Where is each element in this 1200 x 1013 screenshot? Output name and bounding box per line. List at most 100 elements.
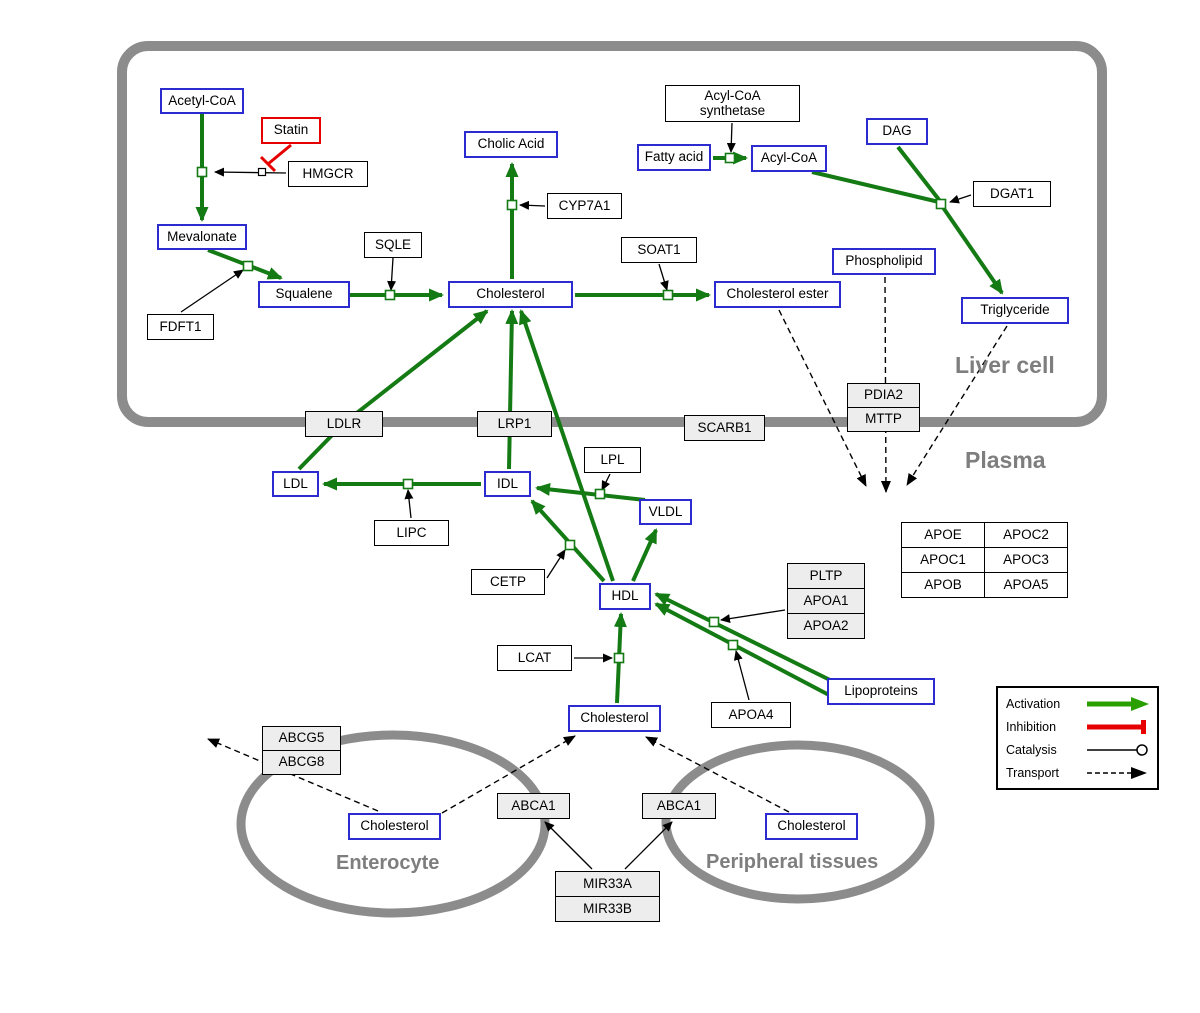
node-triglyceride[interactable]: Triglyceride <box>961 297 1069 324</box>
catalysis-lipc <box>404 489 414 519</box>
catalysis-sqle <box>387 257 397 291</box>
gene-abca1-right[interactable]: ABCA1 <box>642 793 716 819</box>
catalysis-cetp <box>546 549 566 579</box>
gene-hmgcr[interactable]: HMGCR <box>288 161 368 187</box>
gene-mir33b[interactable]: MIR33B <box>555 896 660 922</box>
membranes <box>117 41 1107 918</box>
gene-pdia2[interactable]: PDIA2 <box>847 383 920 408</box>
legend-row-inhibition: Inhibition <box>1006 719 1149 735</box>
node-squalene[interactable]: Squalene <box>258 281 350 308</box>
node-dag[interactable]: DAG <box>866 118 928 145</box>
inhibition-edge <box>259 143 292 173</box>
transport-cholesterolester-plasma <box>778 309 867 487</box>
node-cholesterol-plasma[interactable]: Cholesterol <box>568 705 661 732</box>
plasma-label: Plasma <box>965 447 1046 473</box>
edge-dag-dgatnode <box>896 145 942 203</box>
gene-abca1-left[interactable]: ABCA1 <box>497 793 570 819</box>
gene-mttp[interactable]: MTTP <box>847 407 920 432</box>
gene-apoc2[interactable]: APOC2 <box>984 522 1068 548</box>
catalysis-apoa4 <box>733 650 750 701</box>
edge-lipoproteins-hdl-upper <box>654 592 833 683</box>
gene-apob[interactable]: APOB <box>901 572 985 598</box>
node-acetyl-coa[interactable]: Acetyl-CoA <box>160 88 244 114</box>
catalysis-dgat1 <box>949 194 972 204</box>
edge-hdl-vldl <box>631 528 658 582</box>
edge-hdl-cholesterol <box>519 309 615 582</box>
acyl-coa-synthetase-line1: Acyl-CoA <box>704 88 761 104</box>
catalysis-soat1 <box>658 263 669 291</box>
legend-row-activation: Activation <box>1006 696 1149 712</box>
regulation-mir33-abca1-right <box>624 821 673 870</box>
node-lipoproteins[interactable]: Lipoproteins <box>827 678 935 705</box>
transport-peripheral-cholesterol-plasma <box>645 736 790 813</box>
catalysis-acylcoa-synthetase <box>726 122 736 153</box>
inhibition-bar-icon <box>1087 719 1146 734</box>
node-statin[interactable]: Statin <box>261 117 321 144</box>
gene-lrp1[interactable]: LRP1 <box>477 411 552 437</box>
gene-mir33a[interactable]: MIR33A <box>555 871 660 897</box>
edge-vldl-idl <box>535 482 646 502</box>
gene-pltp[interactable]: PLTP <box>787 563 865 589</box>
node-hdl[interactable]: HDL <box>599 583 651 610</box>
node-ldl[interactable]: LDL <box>272 471 319 497</box>
node-fatty-acid[interactable]: Fatty acid <box>637 144 711 171</box>
node-cholesterol-ester[interactable]: Cholesterol ester <box>714 281 841 308</box>
node-mevalonate[interactable]: Mevalonate <box>157 224 247 250</box>
transport-dashed-arrow-icon <box>1087 766 1147 779</box>
legend-row-transport: Transport <box>1006 765 1149 781</box>
legend-activation-label: Activation <box>1006 696 1061 711</box>
catalysis-fdft1 <box>180 269 244 313</box>
inhibition-statin-line <box>267 143 292 166</box>
inhibition-statin-bar <box>259 155 277 173</box>
edge-dgatnode-triglyceride <box>940 204 1004 295</box>
catalysis-cyp7a1 <box>519 200 546 210</box>
gene-apoc1[interactable]: APOC1 <box>901 547 985 573</box>
node-cholic-acid[interactable]: Cholic Acid <box>464 131 558 158</box>
regulation-mir33-abca1-left <box>544 821 593 870</box>
node-cholesterol-peripheral[interactable]: Cholesterol <box>765 813 858 840</box>
gene-apoc3[interactable]: APOC3 <box>984 547 1068 573</box>
node-acyl-coa[interactable]: Acyl-CoA <box>751 145 827 172</box>
gene-scarb1[interactable]: SCARB1 <box>684 415 765 441</box>
liver-cell-label: Liver cell <box>955 352 1055 378</box>
gene-apoa2[interactable]: APOA2 <box>787 613 865 639</box>
catalysis-lpl <box>601 473 611 491</box>
gene-apoe[interactable]: APOE <box>901 522 985 548</box>
gene-apoa4[interactable]: APOA4 <box>711 702 791 728</box>
gene-lcat[interactable]: LCAT <box>497 645 572 671</box>
gene-ldlr[interactable]: LDLR <box>305 411 383 437</box>
node-vldl[interactable]: VLDL <box>639 499 692 525</box>
gene-lpl[interactable]: LPL <box>584 447 641 473</box>
catalysis-apoa1-apoa2 <box>720 609 786 624</box>
gene-acyl-coa-synthetase[interactable]: Acyl-CoA synthetase <box>665 85 800 122</box>
node-phospholipid[interactable]: Phospholipid <box>832 248 936 275</box>
gene-dgat1[interactable]: DGAT1 <box>973 181 1051 207</box>
gene-apoa1[interactable]: APOA1 <box>787 588 865 614</box>
edge-lipoproteins-hdl-lower <box>654 602 830 697</box>
transport-phospholipid-plasma <box>880 276 891 493</box>
gene-abcg8[interactable]: ABCG8 <box>262 750 341 775</box>
edge-ldl-ldlr-cholesterol <box>297 309 489 471</box>
legend-catalysis-label: Catalysis <box>1006 742 1057 757</box>
gene-fdft1[interactable]: FDFT1 <box>147 314 214 340</box>
catalysis-hmgcr <box>214 167 287 177</box>
reaction-nodes <box>196 152 947 664</box>
gene-soat1[interactable]: SOAT1 <box>621 237 697 263</box>
legend-row-catalysis: Catalysis <box>1006 742 1149 758</box>
gene-apoa5[interactable]: APOA5 <box>984 572 1068 598</box>
node-cholesterol-liver[interactable]: Cholesterol <box>448 281 573 308</box>
catalysis-edges <box>180 122 972 870</box>
gene-cyp7a1[interactable]: CYP7A1 <box>547 193 622 219</box>
legend-inhibition-label: Inhibition <box>1006 719 1057 734</box>
gene-cetp[interactable]: CETP <box>471 569 545 595</box>
node-idl[interactable]: IDL <box>484 471 531 497</box>
activation-arrow-icon <box>1087 696 1149 711</box>
gene-sqle[interactable]: SQLE <box>364 232 422 258</box>
gene-abcg5[interactable]: ABCG5 <box>262 726 341 751</box>
transport-edges <box>207 276 1008 814</box>
gene-lipc[interactable]: LIPC <box>374 520 449 546</box>
legend-transport-label: Transport <box>1006 765 1060 780</box>
node-cholesterol-enterocyte[interactable]: Cholesterol <box>348 813 441 840</box>
